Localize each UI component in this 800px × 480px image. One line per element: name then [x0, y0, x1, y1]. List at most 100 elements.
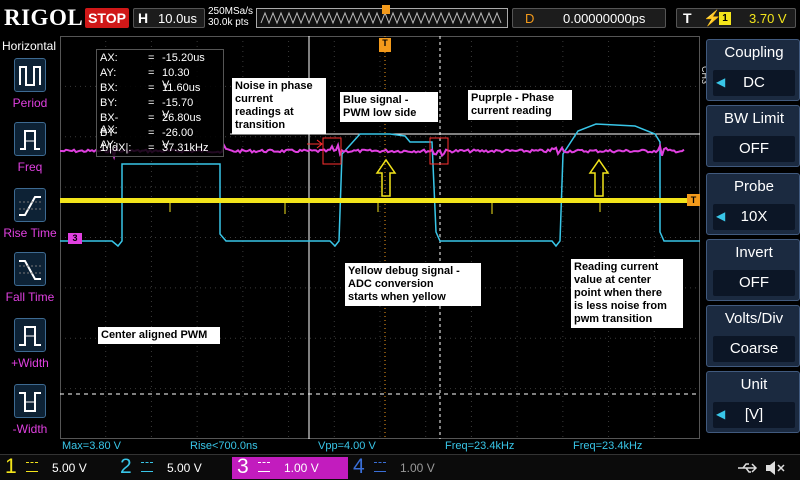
ch3-scale: 1.00 V [284, 461, 319, 475]
rise-time-icon [14, 188, 46, 222]
trigger-position-marker[interactable] [382, 5, 390, 14]
memory-position-bar[interactable] [256, 5, 508, 28]
menu-coupling-title: Coupling [724, 44, 784, 61]
ch4-number: 4 [353, 455, 365, 478]
trigger-display[interactable]: T ⚡ 1 3.70 V [676, 8, 796, 28]
ch2-number: 2 [120, 455, 132, 478]
ch3-ground-marker[interactable]: 3 [68, 233, 82, 244]
noise-pointer-arrow [307, 139, 323, 149]
measure-category-title: Horizontal [2, 39, 57, 53]
annotation-yellow-signal: Yellow debug signal - ADC conversion sta… [345, 263, 481, 306]
speaker-muted-icon[interactable] [764, 459, 786, 480]
rigol-logo: RIGOL [4, 5, 84, 30]
measure-period-item[interactable]: Period [0, 58, 60, 118]
noise-highlight-box-1 [322, 137, 342, 165]
trigger-position-top-marker[interactable]: T [379, 38, 391, 52]
menu-invert[interactable]: Invert OFF [706, 239, 800, 301]
delay-value: 0.00000000ps [563, 11, 646, 26]
ch4-scale: 1.00 V [400, 461, 435, 475]
menu-invert-value-box: OFF [713, 270, 795, 296]
waveform-canvas [60, 36, 700, 439]
ch4-coupling-icon [374, 462, 386, 472]
memory-waveform-preview [260, 11, 502, 25]
menu-probe[interactable]: Probe ◀ 10X [706, 173, 800, 235]
ch1-coupling-icon [26, 462, 38, 472]
measurement-freq-1[interactable]: Freq=23.4kHz [445, 440, 515, 452]
measurement-freq-2[interactable]: Freq=23.4kHz [573, 440, 643, 452]
usb-icon [736, 461, 758, 480]
memory-depth: 30.0k pts [208, 17, 249, 28]
menu-unit-value-box: ◀ [V] [713, 402, 795, 428]
trigger-pos-label: T [382, 38, 388, 48]
adc-marker-arrow-1 [375, 158, 397, 197]
horizontal-label: H [138, 10, 149, 26]
period-icon [14, 58, 46, 92]
menu-probe-value-box: ◀ 10X [713, 204, 795, 230]
ch3-ground-label: 3 [72, 233, 78, 243]
adc-marker-arrow-2 [588, 158, 610, 197]
measure-menu-panel: Horizontal Period Freq Rise Time Fall Ti… [0, 36, 60, 454]
ch3-coupling-icon [258, 462, 270, 472]
delay-display[interactable]: D 0.00000000ps [512, 8, 666, 28]
timebase-value: 10.0us [158, 11, 198, 26]
delay-label: D [525, 11, 535, 26]
chevron-left-icon: ◀ [716, 407, 726, 421]
sample-info: 250MSa/s 30.0k pts [208, 6, 253, 28]
run-stop-status[interactable]: STOP [85, 8, 129, 28]
measure-rise-time-item[interactable]: Rise Time [0, 188, 60, 248]
menu-invert-title: Invert [735, 244, 773, 261]
trigger-source-badge: 1 [719, 12, 731, 25]
ch1-status[interactable]: 1 5.00 V [0, 455, 115, 479]
trigger-level-marker[interactable]: T [687, 194, 700, 206]
trigger-label: T [683, 10, 692, 26]
annotation-center-pwm: Center aligned PWM [98, 327, 220, 344]
menu-invert-value: OFF [739, 274, 769, 291]
annotation-blue-signal: Blue signal - PWM low side [340, 92, 438, 122]
ch2-scale: 5.00 V [167, 461, 202, 475]
measure-fall-time-label: Fall Time [5, 290, 55, 304]
ch4-status[interactable]: 4 1.00 V [348, 455, 460, 479]
menu-coupling[interactable]: Coupling ◀ DC [706, 39, 800, 101]
trigger-level-value: 3.70 V [749, 11, 787, 26]
menu-volts-div[interactable]: Volts/Div Coarse [706, 305, 800, 367]
menu-coupling-value-box: ◀ DC [713, 70, 795, 96]
measure-freq-label: Freq [17, 160, 43, 174]
measure-period-label: Period [12, 96, 48, 110]
measure-rise-time-label: Rise Time [3, 226, 57, 240]
annotation-purple-signal: Puprple - Phase current reading [468, 90, 572, 120]
ch2-status[interactable]: 2 5.00 V [115, 455, 232, 479]
ch2-waveform [60, 123, 700, 248]
trigger-level-label: T [690, 195, 697, 205]
menu-bw-limit-value-box: OFF [713, 136, 795, 162]
measure-freq-item[interactable]: Freq [0, 122, 60, 182]
chevron-left-icon: ◀ [716, 75, 726, 89]
ch3-status[interactable]: 3 1.00 V [232, 455, 348, 479]
ch1-scale: 5.00 V [52, 461, 87, 475]
menu-volts-div-value-box: Coarse [713, 336, 795, 362]
menu-unit[interactable]: Unit ◀ [V] [706, 371, 800, 433]
measure-negative-width-item[interactable]: -Width [0, 384, 60, 444]
chevron-left-icon: ◀ [716, 209, 726, 223]
measurement-vpp[interactable]: Vpp=4.00 V [318, 440, 376, 452]
horizontal-timebase[interactable]: H 10.0us [133, 8, 205, 28]
annotation-reading-current: Reading current value at center point wh… [571, 259, 683, 328]
menu-volts-div-title: Volts/Div [724, 310, 784, 327]
menu-unit-value: [V] [744, 406, 764, 423]
menu-volts-div-value: Coarse [729, 340, 779, 357]
measurement-results-bar: Max=3.80 V Rise<700.0ns Vpp=4.00 V Freq=… [60, 439, 700, 453]
ch2-coupling-icon [141, 462, 153, 472]
ch1-adc-pulses [169, 202, 601, 214]
measure-fall-time-item[interactable]: Fall Time [0, 252, 60, 312]
measurement-rise[interactable]: Rise<700.0ns [190, 440, 258, 452]
menu-coupling-value: DC [743, 74, 765, 91]
menu-unit-title: Unit [740, 376, 768, 393]
menu-bw-limit[interactable]: BW Limit OFF [706, 105, 800, 167]
measurement-max[interactable]: Max=3.80 V [62, 440, 122, 452]
menu-bw-limit-value: OFF [739, 140, 769, 157]
freq-icon [14, 122, 46, 156]
channel-status-bar: 1 5.00 V 2 5.00 V 3 1.00 V 4 1.00 V [0, 454, 800, 480]
measure-positive-width-item[interactable]: +Width [0, 318, 60, 378]
menu-probe-title: Probe [733, 178, 775, 195]
waveform-display[interactable]: T T 3 [60, 36, 700, 439]
ch1-waveform [60, 198, 700, 203]
